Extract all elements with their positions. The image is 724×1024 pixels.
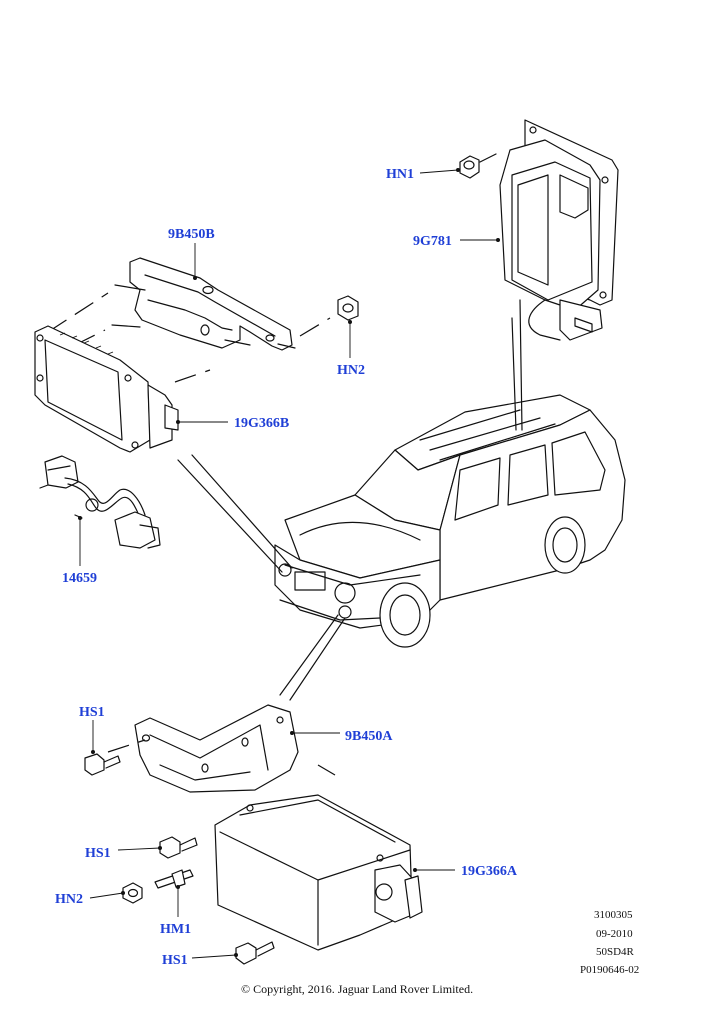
bolt-hs1-left <box>84 753 121 776</box>
vehicle-range-rover <box>274 394 626 648</box>
radar-sensor-19g366a <box>214 794 423 951</box>
bracket-9b450b <box>111 257 296 351</box>
callout-hn1: HN1 <box>386 167 414 182</box>
meta-date: 09-2010 <box>596 928 633 940</box>
nut-hn2-top <box>337 295 359 321</box>
callout-hs1-bottom: HS1 <box>162 953 188 968</box>
bracket-9b450a <box>134 704 299 793</box>
callout-hs1-left: HS1 <box>79 705 105 720</box>
callout-9g781: 9G781 <box>413 234 452 249</box>
callout-19g366a: 19G366A <box>461 864 518 879</box>
meta-code1: 3100305 <box>594 909 633 921</box>
bolt-hs1-mid <box>159 836 198 859</box>
callout-9b450a: 9B450A <box>345 729 393 744</box>
bolt-hs1-bottom <box>235 941 275 965</box>
meta-code2: 50SD4R <box>596 946 635 958</box>
meta-ref: P0190646-02 <box>580 964 639 976</box>
stud-hm1 <box>154 869 194 889</box>
nut-hn1 <box>459 155 480 179</box>
copyright: © Copyright, 2016. Jaguar Land Rover Lim… <box>241 982 473 996</box>
callout-hn2-top: HN2 <box>337 363 365 378</box>
callout-hs1-mid: HS1 <box>85 846 111 861</box>
callout-hn2-bottom: HN2 <box>55 892 83 907</box>
callout-9b450b: 9B450B <box>168 227 215 242</box>
callout-hm1: HM1 <box>160 922 191 937</box>
wiring-harness-14659 <box>39 455 161 549</box>
callout-19g366b: 19G366B <box>234 416 289 431</box>
nut-hn2-bottom <box>122 882 143 904</box>
radar-sensor-19g366b <box>34 325 179 453</box>
callout-14659: 14659 <box>62 571 97 586</box>
ecu-module-9g781 <box>499 119 619 341</box>
callout-leaders <box>78 168 500 959</box>
